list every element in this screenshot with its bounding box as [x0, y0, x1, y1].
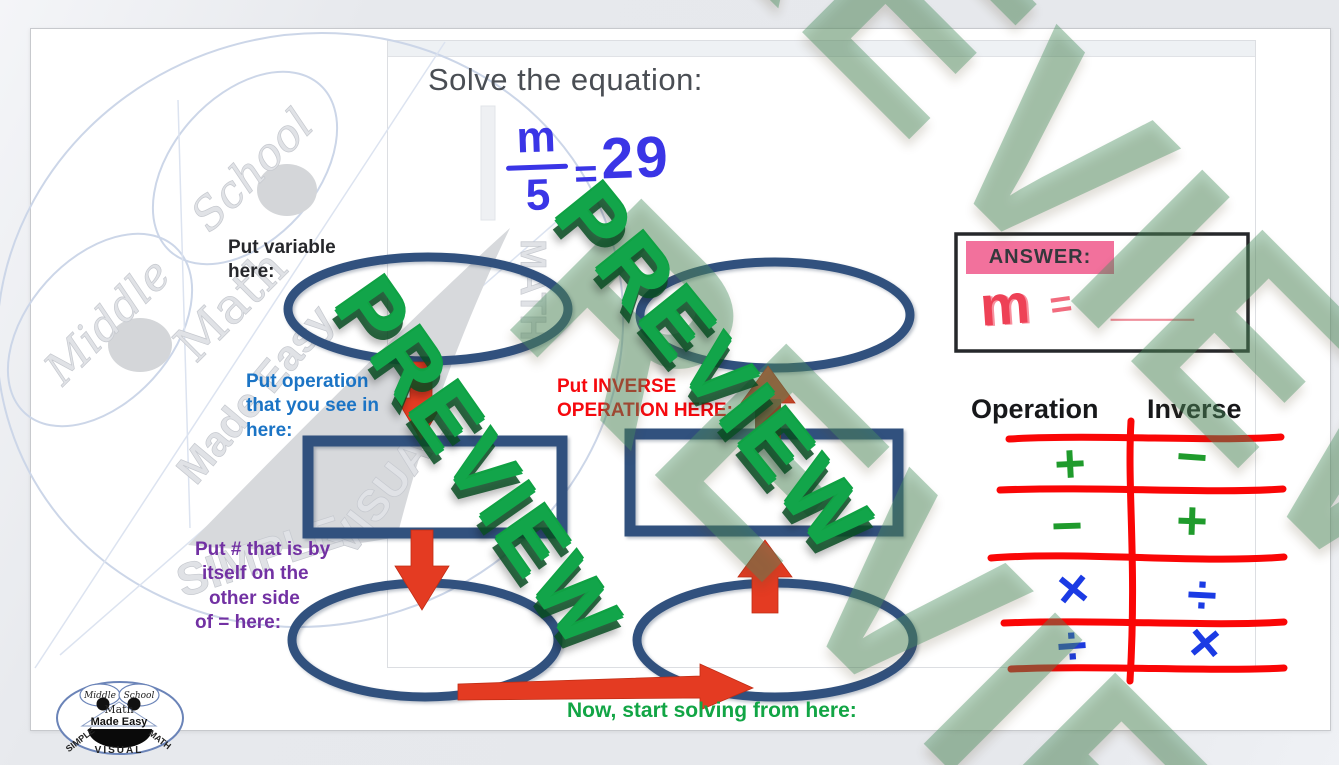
- logo-school-text: School: [124, 691, 155, 701]
- answer-label: ANSWER:: [966, 241, 1114, 274]
- step-variable-label: Put variable here:: [228, 237, 336, 283]
- table-symbol-minus: −: [1174, 425, 1210, 489]
- page-title: Solve the equation:: [428, 62, 703, 97]
- step-inverse-label: Put INVERSE OPERATION HERE:: [557, 376, 733, 422]
- logo-eye-dot: [127, 697, 141, 711]
- table-symbol-multiply: ×: [1054, 557, 1092, 621]
- step-number-label: Put # that is by itself on the other sid…: [195, 539, 331, 633]
- logo-eye-dot: [96, 697, 110, 711]
- equation: m 5 = 29: [504, 109, 671, 221]
- logo-smile-shape: [88, 729, 152, 748]
- answer-variable: m: [977, 271, 1032, 338]
- brand-logo: Middle School Math Made Easy SIMPLE VISU…: [56, 681, 184, 756]
- step-solve-label: Now, start solving from here:: [567, 699, 857, 722]
- logo-middle-text: Middle: [83, 691, 116, 701]
- table-header-operation: Operation: [971, 394, 1099, 424]
- equation-rhs: 29: [600, 124, 671, 192]
- equation-denominator: 5: [524, 170, 552, 221]
- logo-made-easy-text: Made Easy: [91, 716, 149, 728]
- table-header-inverse: Inverse: [1147, 394, 1242, 424]
- table-symbol-plus: +: [1052, 433, 1088, 495]
- page-top-band: [388, 41, 1255, 57]
- answer-blank-line: _: [1112, 263, 1194, 326]
- logo-math-text: Math: [104, 703, 133, 716]
- table-symbol-plus: +: [1175, 490, 1209, 552]
- equation-numerator: m: [515, 112, 557, 163]
- table-symbol-multiply: ×: [1186, 611, 1224, 675]
- logo-triangle: [80, 701, 158, 727]
- table-symbol-divide: ÷: [1055, 615, 1089, 677]
- table-symbol-minus: −: [1050, 495, 1084, 557]
- logo-visual-text: VISUAL: [95, 745, 144, 756]
- equation-fraction: m 5: [504, 112, 570, 221]
- equation-equals: =: [573, 151, 599, 197]
- step-operation-label: Put operation that you see in here:: [246, 371, 380, 441]
